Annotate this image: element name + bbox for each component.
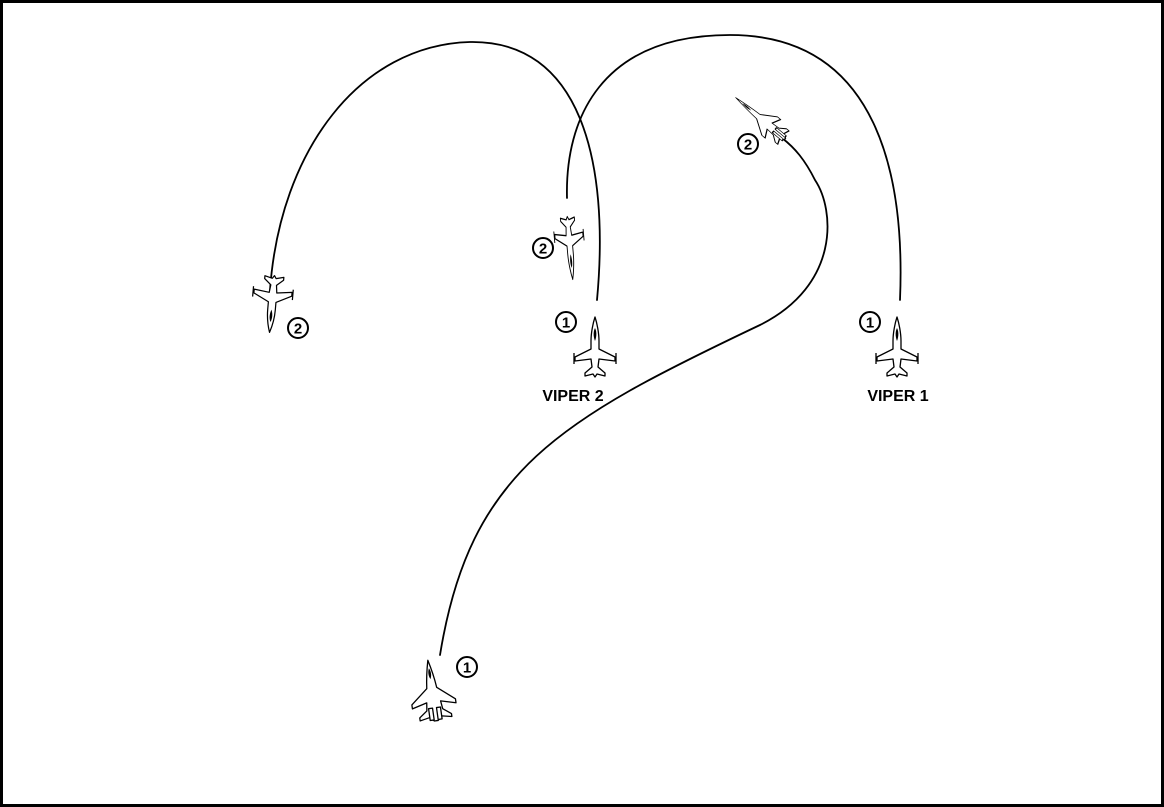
viper1-label: VIPER 1 (867, 388, 928, 405)
marker-number: 2 (539, 241, 547, 258)
viper1-position-1-marker: 1 (859, 311, 881, 333)
marker-number: 1 (463, 660, 471, 677)
viper2-position-1-marker: 1 (555, 311, 577, 333)
bandit-flight-path (439, 137, 829, 656)
bandit-position-2-marker: 2 (737, 133, 759, 155)
viper2-flight-path (269, 41, 601, 301)
marker-number: 1 (562, 315, 570, 332)
viper1-flight-path (566, 34, 902, 301)
viper2-label: VIPER 2 (542, 388, 603, 405)
marker-number: 2 (744, 137, 752, 154)
marker-number: 1 (866, 315, 874, 332)
viper2-position-2-marker: 2 (287, 317, 309, 339)
bandit-position-1-marker: 1 (456, 656, 478, 678)
marker-number: 2 (294, 321, 302, 338)
viper1-position-2-marker: 2 (532, 237, 554, 259)
